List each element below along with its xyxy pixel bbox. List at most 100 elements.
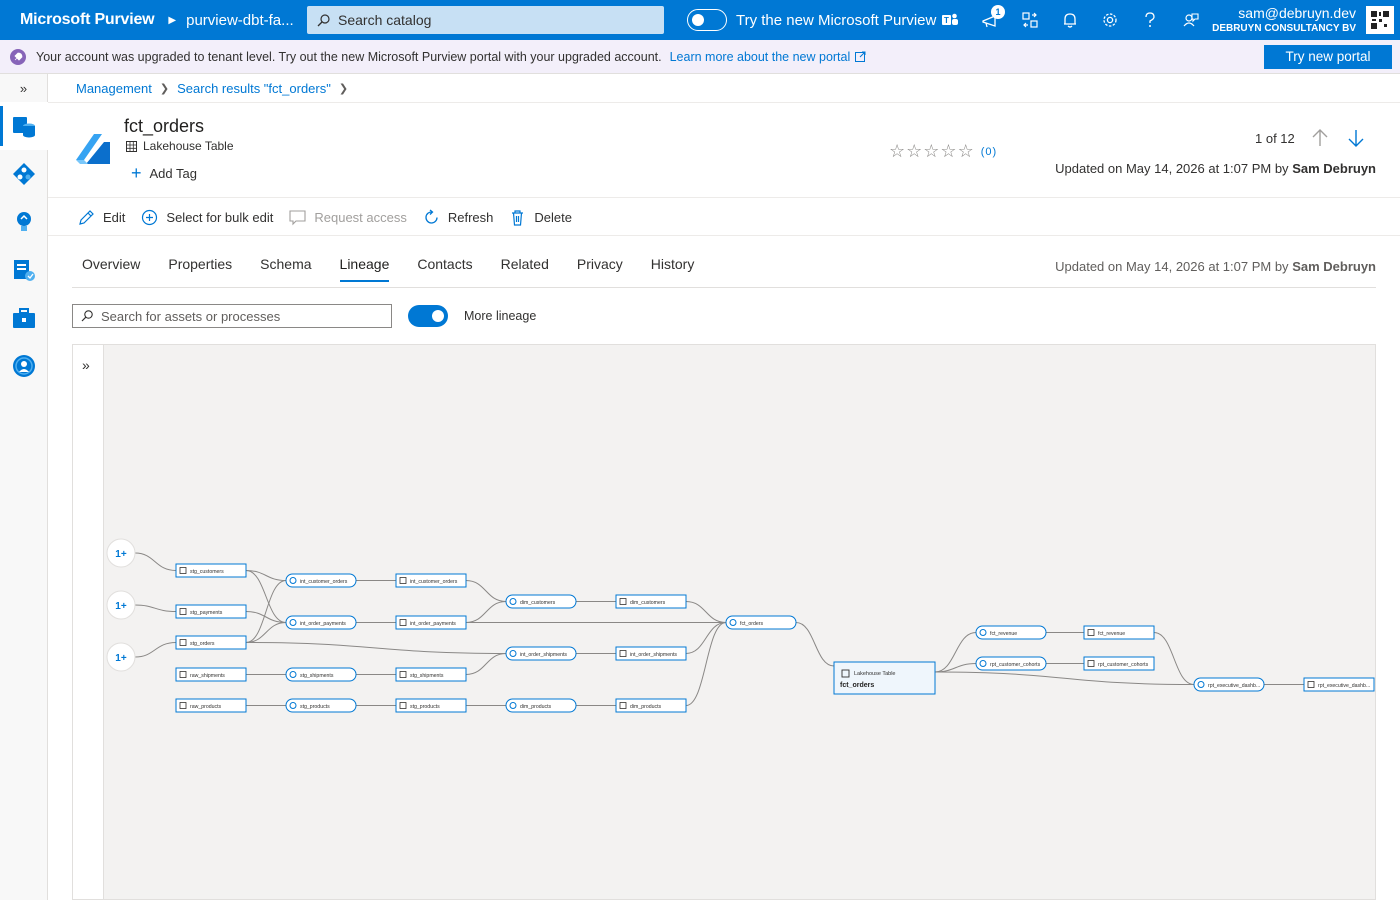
lineage-asset-node[interactable]: raw_shipments	[175, 667, 247, 682]
lineage-process-node[interactable]: stg_shipments	[285, 667, 357, 682]
node-box[interactable]	[175, 563, 247, 578]
lineage-asset-node[interactable]: int_customer_orders	[395, 573, 467, 588]
star-icon[interactable]: ☆	[940, 141, 958, 161]
node-box[interactable]	[175, 635, 247, 650]
lineage-asset-node[interactable]: int_order_payments	[395, 615, 467, 630]
node-box[interactable]	[395, 573, 467, 588]
node-box[interactable]	[505, 646, 577, 661]
tab-overview[interactable]: Overview	[82, 256, 141, 272]
tab-properties[interactable]: Properties	[168, 256, 233, 272]
more-lineage-toggle[interactable]	[408, 305, 448, 327]
node-box[interactable]	[615, 594, 687, 609]
lineage-process-node[interactable]: int_customer_orders	[285, 573, 357, 588]
expand-panel-icon[interactable]: »	[82, 357, 90, 373]
expander-circle[interactable]	[106, 642, 136, 672]
node-box[interactable]	[285, 615, 357, 630]
insights-nav-icon[interactable]	[0, 198, 48, 246]
node-box[interactable]	[1083, 625, 1155, 640]
feedback-icon[interactable]	[1170, 0, 1210, 40]
node-box[interactable]	[505, 594, 577, 609]
node-box[interactable]	[285, 667, 357, 682]
lineage-asset-node[interactable]: rpt_customer_cohorts	[1083, 656, 1155, 671]
star-icon[interactable]: ☆	[957, 141, 975, 161]
data-catalog-nav-icon[interactable]	[0, 102, 48, 150]
tab-contacts[interactable]: Contacts	[417, 256, 473, 272]
lineage-process-node[interactable]: int_order_shipments	[505, 646, 577, 661]
gear-icon[interactable]	[1090, 0, 1130, 40]
breadcrumb-search-results[interactable]: Search results "fct_orders"	[177, 81, 331, 96]
node-box[interactable]	[285, 698, 357, 713]
star-icon[interactable]: ☆	[906, 141, 924, 161]
tab-history[interactable]: History	[650, 256, 695, 272]
lineage-asset-node[interactable]: dim_products	[615, 698, 687, 713]
node-box[interactable]	[285, 573, 357, 588]
lineage-asset-node[interactable]: rpt_executive_dashb...	[1303, 677, 1375, 692]
teams-icon[interactable]: T	[930, 0, 970, 40]
expand-upstream-button[interactable]: 1+	[106, 538, 136, 568]
node-box[interactable]	[505, 698, 577, 713]
expand-upstream-button[interactable]: 1+	[106, 590, 136, 620]
lineage-process-node[interactable]: fct_revenue	[975, 625, 1047, 640]
lineage-process-node[interactable]: stg_products	[285, 698, 357, 713]
lineage-asset-node[interactable]: int_order_shipments	[615, 646, 687, 661]
refresh-button[interactable]: Refresh	[423, 208, 493, 226]
star-icon[interactable]: ☆	[923, 141, 941, 161]
node-box[interactable]	[395, 698, 467, 713]
user-account-info[interactable]: sam@debruyn.dev DEBRUYN CONSULTANCY BV	[1212, 5, 1356, 34]
lineage-asset-node[interactable]: stg_shipments	[395, 667, 467, 682]
node-box[interactable]	[1303, 677, 1375, 692]
lineage-asset-node[interactable]: dim_customers	[615, 594, 687, 609]
expand-upstream-button[interactable]: 1+	[106, 642, 136, 672]
lineage-asset-node[interactable]: fct_revenue	[1083, 625, 1155, 640]
node-box[interactable]	[395, 615, 467, 630]
lineage-asset-node[interactable]: stg_payments	[175, 604, 247, 619]
external-link-icon[interactable]	[855, 51, 866, 62]
node-box[interactable]	[175, 698, 247, 713]
account-name[interactable]: purview-dbt-fa...	[186, 11, 294, 29]
lineage-asset-node[interactable]: stg_orders	[175, 635, 247, 650]
tab-related[interactable]: Related	[500, 256, 549, 272]
brand-title[interactable]: Microsoft Purview	[20, 11, 155, 28]
lineage-asset-node[interactable]: stg_products	[395, 698, 467, 713]
lineage-process-node[interactable]: rpt_executive_dashb...	[1193, 677, 1265, 692]
rating-count[interactable]: (0)	[980, 145, 998, 158]
tab-schema[interactable]: Schema	[260, 256, 312, 272]
learn-more-link[interactable]: Learn more about the new portal	[669, 49, 851, 64]
expander-circle[interactable]	[106, 538, 136, 568]
request-access-button[interactable]: Request access	[289, 209, 407, 226]
avatar[interactable]	[1366, 6, 1394, 34]
try-new-portal-button[interactable]: Try new portal	[1264, 45, 1392, 69]
focus-node-box[interactable]	[833, 661, 936, 695]
add-tag-button[interactable]: + Add Tag	[131, 164, 197, 182]
directory-switch-icon[interactable]	[1010, 0, 1050, 40]
expander-circle[interactable]	[106, 590, 136, 620]
node-box[interactable]	[975, 656, 1047, 671]
lineage-asset-node[interactable]: stg_customers	[175, 563, 247, 578]
lineage-graph[interactable]: 1+ 1+ 1+ stg_customers stg_payments stg_orde…	[73, 345, 1376, 900]
toggle-switch[interactable]	[687, 9, 727, 31]
node-box[interactable]	[175, 604, 247, 619]
node-box[interactable]	[615, 646, 687, 661]
node-box[interactable]	[1193, 677, 1265, 692]
help-icon[interactable]	[1130, 0, 1170, 40]
edit-button[interactable]: Edit	[78, 209, 125, 226]
tab-privacy[interactable]: Privacy	[576, 256, 623, 272]
node-box[interactable]	[175, 667, 247, 682]
arrow-up-icon[interactable]	[1310, 128, 1330, 148]
star-icon[interactable]: ☆	[889, 141, 907, 161]
lineage-search-input[interactable]: Search for assets or processes	[72, 304, 392, 328]
expand-nav-icon[interactable]: »	[19, 80, 28, 96]
bulk-edit-button[interactable]: Select for bulk edit	[141, 209, 273, 226]
lineage-asset-node[interactable]: raw_products	[175, 698, 247, 713]
search-catalog-input[interactable]: Search catalog	[307, 6, 664, 34]
node-box[interactable]	[1083, 656, 1155, 671]
node-box[interactable]	[615, 698, 687, 713]
management-nav-icon[interactable]	[0, 294, 48, 342]
rating-stars[interactable]: ☆ ☆ ☆ ☆ ☆ (0)	[889, 141, 997, 162]
node-box[interactable]	[975, 625, 1047, 640]
tab-lineage[interactable]: Lineage	[339, 256, 389, 282]
node-box[interactable]	[395, 667, 467, 682]
lineage-process-node[interactable]: dim_products	[505, 698, 577, 713]
policy-nav-icon[interactable]	[0, 246, 48, 294]
